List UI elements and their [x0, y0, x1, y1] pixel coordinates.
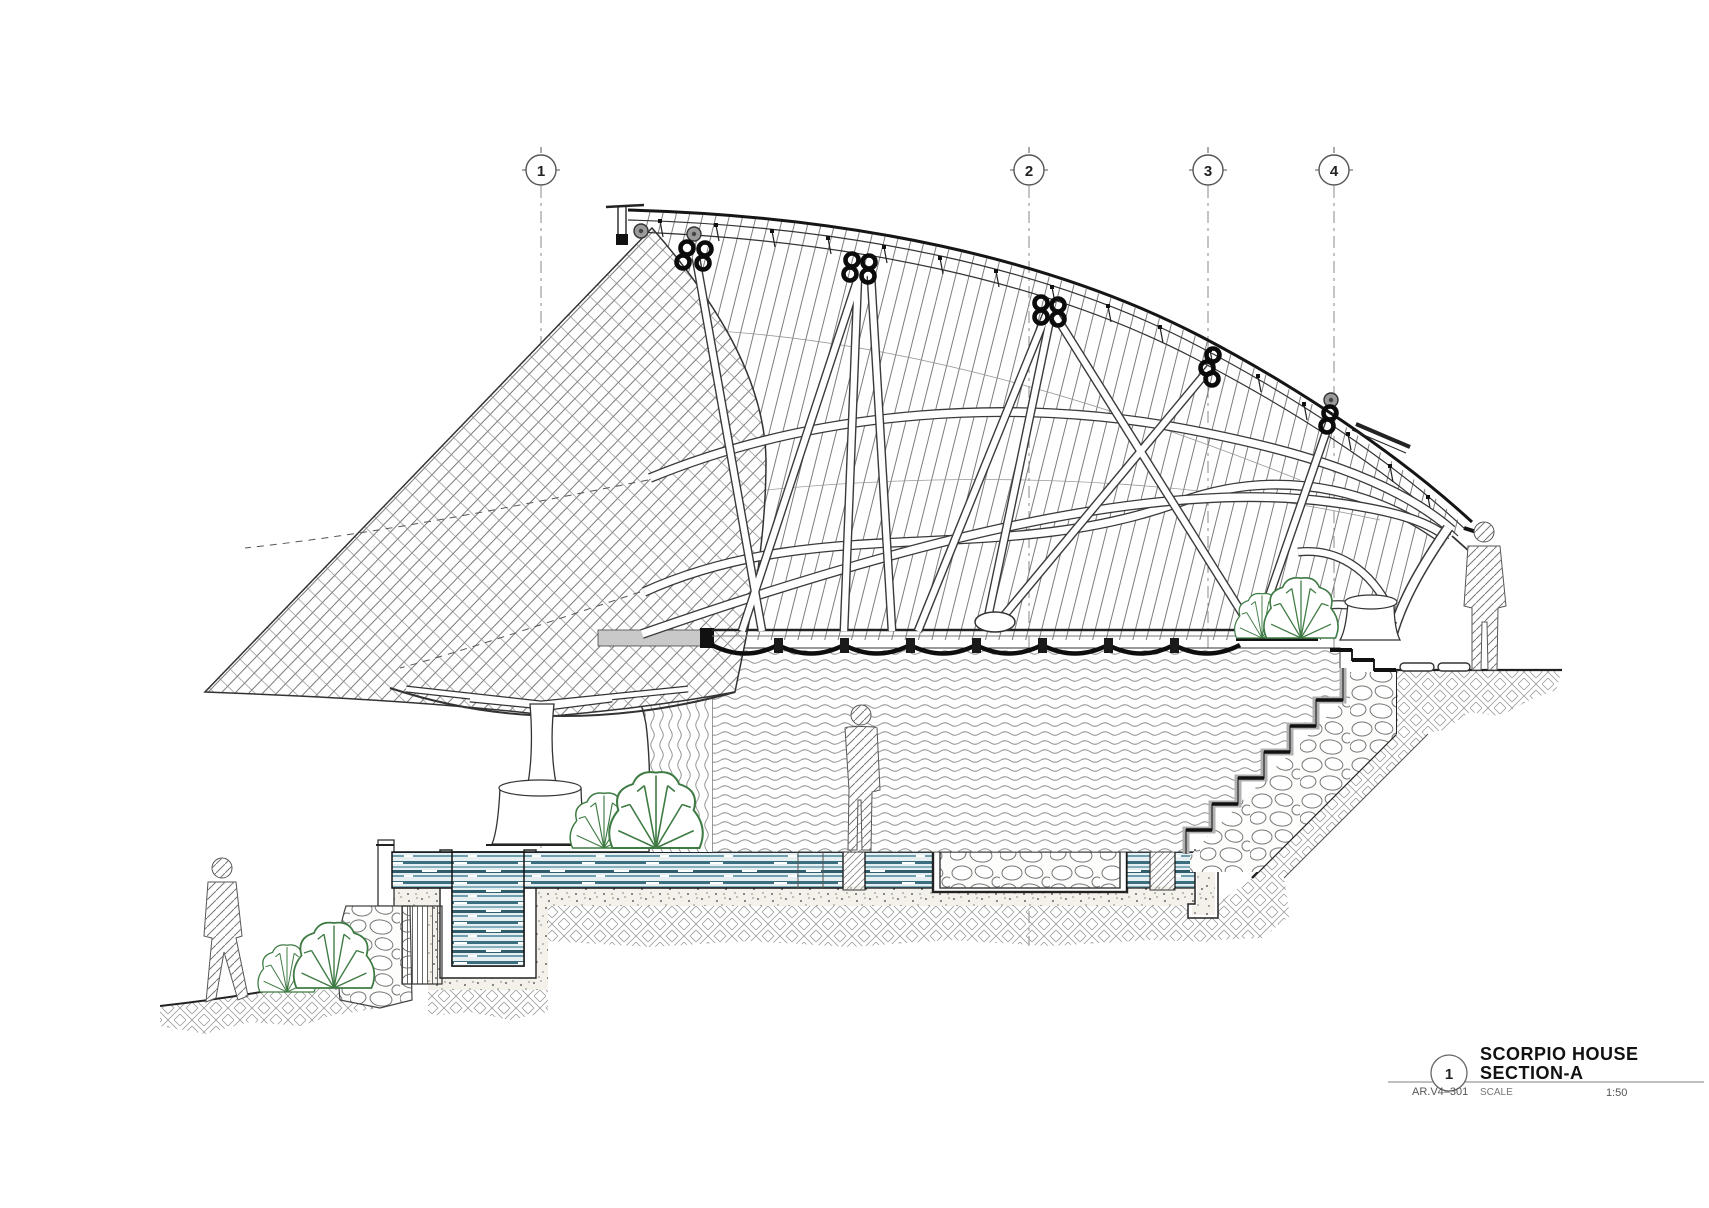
arch-1 — [648, 407, 1456, 534]
canopy-hidden-line-2 — [399, 591, 641, 669]
arch-3 — [640, 492, 1452, 639]
stepping-stones — [1399, 662, 1471, 672]
beam-joists — [774, 638, 1179, 653]
strut-foot — [974, 611, 1016, 633]
grid-bubble-3: 3 — [1189, 147, 1227, 186]
node-bolts — [674, 239, 1339, 435]
grid-label-1: 1 — [537, 163, 545, 180]
stair-rocks — [1190, 672, 1396, 872]
node-washers — [633, 223, 1339, 408]
main-stair — [1182, 668, 1347, 854]
figure-center — [844, 704, 881, 851]
slope-strip — [1252, 734, 1428, 878]
column-pedestal-top — [1344, 594, 1398, 610]
truss-nodes — [633, 223, 1339, 435]
right-terrace-ground — [1396, 670, 1562, 734]
canopy-hidden-line-1 — [244, 479, 649, 549]
project-title: SCORPIO HOUSE — [1480, 1044, 1639, 1064]
sheet-title: SECTION-A — [1480, 1063, 1584, 1083]
under-deep-pool — [428, 988, 548, 1020]
grid-bubbles: 1 2 3 4 — [522, 147, 1353, 186]
umbrella-column — [405, 685, 689, 846]
eave-flashing-bar — [1351, 422, 1411, 454]
water-channel-3 — [1126, 851, 1151, 889]
grid-label-3: 3 — [1204, 163, 1212, 180]
column-pedestal — [1338, 601, 1402, 641]
deck-end-block — [700, 628, 714, 648]
canopy-dish-rim — [389, 687, 736, 718]
detail-bubble — [1430, 1054, 1468, 1092]
channel-divider-2 — [1149, 847, 1176, 891]
arch-2 — [641, 479, 1450, 597]
channel-divider-1 — [842, 847, 866, 891]
bench-stone-fill — [939, 851, 1121, 889]
canopy — [203, 226, 767, 718]
roof-edge — [605, 203, 1493, 553]
scale-value: 1:50 — [1606, 1087, 1627, 1099]
grid-label-4: 4 — [1330, 163, 1339, 180]
detail-number: 1 — [1445, 1066, 1453, 1083]
center-underground — [548, 906, 1214, 947]
figure-right-standing — [1463, 521, 1507, 671]
scale-label: SCALE — [1480, 1087, 1513, 1098]
roof-membrane — [627, 208, 1474, 524]
water-channel-2 — [864, 851, 934, 889]
under-stair-ground — [1214, 878, 1290, 940]
upper-steps — [1330, 648, 1398, 672]
umbrella-trunk — [526, 703, 558, 789]
terrain — [159, 668, 1562, 1034]
strut-faces — [692, 257, 1333, 633]
roof-apex — [605, 203, 645, 245]
grid-bubble-4: 4 — [1315, 147, 1353, 186]
weir-slats — [401, 905, 443, 985]
title-block: 1 AR.V4–301 SCORPIO HOUSE SECTION-A SCAL… — [1388, 1044, 1704, 1099]
grid-bubble-2: 2 — [1010, 147, 1048, 186]
pool-water-deep — [451, 851, 525, 967]
pedestal-top — [498, 779, 582, 797]
slope-edge-2 — [1283, 733, 1429, 879]
drawing-number: AR.V4–301 — [1412, 1086, 1468, 1098]
grid-label-2: 2 — [1025, 163, 1033, 180]
figure-left-walking — [203, 857, 249, 1003]
stair-treads — [1186, 698, 1343, 832]
roof-purlin-line — [635, 231, 1459, 537]
roof-arches — [640, 407, 1456, 639]
deck — [597, 628, 1318, 656]
umbrella-branches — [405, 685, 689, 712]
stair-profile — [1185, 668, 1344, 854]
grid-bubble-1: 1 — [522, 147, 560, 186]
